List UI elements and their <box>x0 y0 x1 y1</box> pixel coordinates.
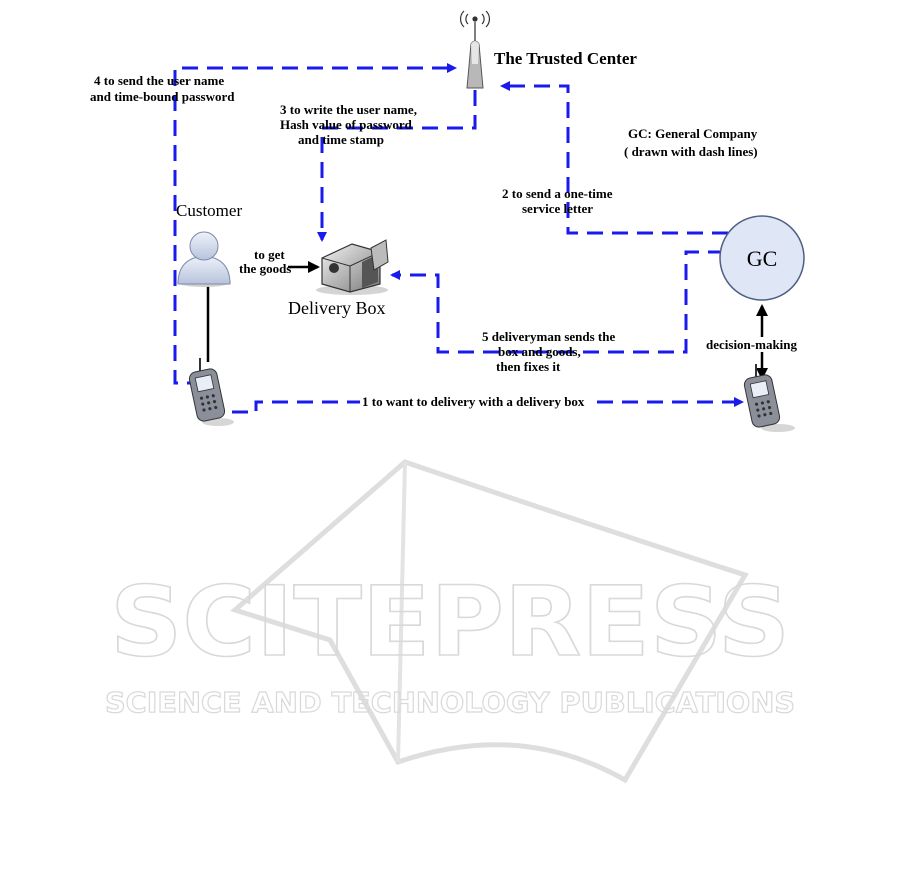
gc-label: GC <box>747 246 778 271</box>
step3-label-line2: Hash value of password <box>280 117 413 132</box>
get-goods-label-line2: the goods <box>239 261 291 276</box>
flow-step2-line <box>500 81 728 235</box>
step5-label-line3: then fixes it <box>496 359 561 374</box>
step1-label: 1 to want to delivery with a delivery bo… <box>362 394 585 409</box>
step2-label-line1: 2 to send a one-time <box>502 186 613 201</box>
step4-label-line2: and time-bound password <box>90 89 235 104</box>
step3-label-line3: and time stamp <box>298 132 384 147</box>
trusted-center-antenna-icon <box>460 10 490 89</box>
customer-phone-icon <box>188 358 234 426</box>
delivery-box-label: Delivery Box <box>288 298 385 318</box>
flow-step3-line <box>317 90 477 242</box>
flow-step4-line <box>173 63 457 385</box>
gc-phone-icon <box>743 364 795 432</box>
watermark-book-icon <box>229 459 749 784</box>
watermark-main-text: SCITEPRESS <box>110 566 790 678</box>
customer-label: Customer <box>176 201 242 220</box>
watermark-sub-text: SCIENCE AND TECHNOLOGY PUBLICATIONS <box>105 686 795 719</box>
step2-label-line2: service letter <box>522 201 593 216</box>
step5-label-line2: box and goods, <box>498 344 581 359</box>
customer-avatar-icon <box>177 231 231 287</box>
step5-label-line1: 5 deliveryman sends the <box>482 329 615 344</box>
delivery-box-icon <box>316 239 389 295</box>
gc-legend-line1: GC: General Company <box>628 126 758 141</box>
gc-legend-line2: ( drawn with dash lines) <box>624 144 758 159</box>
gc-node <box>719 215 805 301</box>
get-goods-label-line1: to get <box>254 247 285 262</box>
trusted-center-label: The Trusted Center <box>494 49 637 68</box>
step4-label-line1: 4 to send the user name <box>94 73 224 88</box>
watermark: SCITEPRESS SCIENCE AND TECHNOLOGY PUBLIC… <box>104 459 796 784</box>
flow-step5-line <box>390 250 724 354</box>
step3-label-line1: 3 to write the user name, <box>280 102 417 117</box>
decision-label: decision-making <box>706 337 798 352</box>
